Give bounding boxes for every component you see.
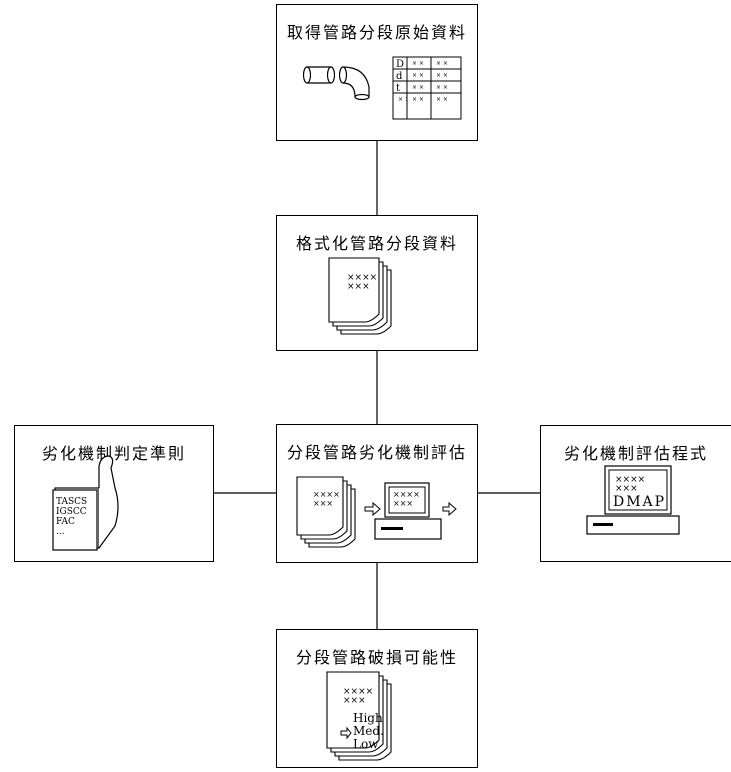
table-cell-mark: × × <box>412 84 424 91</box>
computer-icon: ××××××× <box>375 483 441 539</box>
criteria-line: FAC <box>56 517 75 527</box>
doc-line: ×××× <box>313 490 340 499</box>
raw-data-table: D× ×× ×d× ×× ×t× ×× ×× ×× ×× × <box>393 57 461 119</box>
criteria-line: ... <box>56 527 65 537</box>
criteria-line: TASCS <box>56 497 87 507</box>
table-cell-mark: × × <box>436 96 448 103</box>
doc-line: ××× <box>343 696 366 706</box>
doc-line: ××× <box>313 499 333 508</box>
table-row-label: d <box>396 71 403 82</box>
level-label: Low <box>353 737 379 751</box>
table-cell-mark: × × <box>436 84 448 91</box>
criteria-book-icon: TASCSIGSCCFAC... <box>15 426 215 563</box>
raw-data-illustration: D× ×× ×d× ×× ×t× ×× ×× ×× ×× × <box>277 5 479 142</box>
arrow-right-icon <box>443 503 456 515</box>
table-row-label: D <box>396 59 404 70</box>
elbow-pipe-icon <box>340 67 370 100</box>
doc-stack-icon: ××××××× <box>277 216 479 352</box>
screen-line: ××× <box>615 484 638 494</box>
table-row-label: t <box>396 83 400 94</box>
table-cell-mark: × × <box>436 60 448 67</box>
doc-line: ××× <box>347 282 370 292</box>
level-label: Med. <box>353 724 384 738</box>
straight-pipe-icon <box>304 67 335 83</box>
table-cell-mark: × × <box>412 60 424 67</box>
format-data-box: 格式化管路分段資料 ××××××× <box>276 215 478 351</box>
program-box: 劣化機制評估程式 ×××××××DMAP <box>540 425 731 562</box>
level-label: High <box>353 711 383 725</box>
screen-line: ××× <box>393 499 413 508</box>
table-cell-mark: × × <box>436 72 448 79</box>
screen-line: DMAP <box>613 494 666 510</box>
raw-data-box: 取得管路分段原始資料 D× ×× ×d× ×× ×t× ×× ×× ×× ×× … <box>276 4 478 141</box>
arrow-right-icon <box>365 503 380 515</box>
assess-illustration: ××××××× ××××××× <box>277 425 479 564</box>
program-computer-icon: ×××××××DMAP <box>541 426 731 563</box>
table-cell-mark: × × <box>412 72 424 79</box>
assess-box: 分段管路劣化機制評估 ××××××× ××××××× <box>276 424 478 563</box>
criteria-line: IGSCC <box>56 507 87 517</box>
table-cell-mark: × × <box>412 96 424 103</box>
screen-line: ×××× <box>393 490 420 499</box>
